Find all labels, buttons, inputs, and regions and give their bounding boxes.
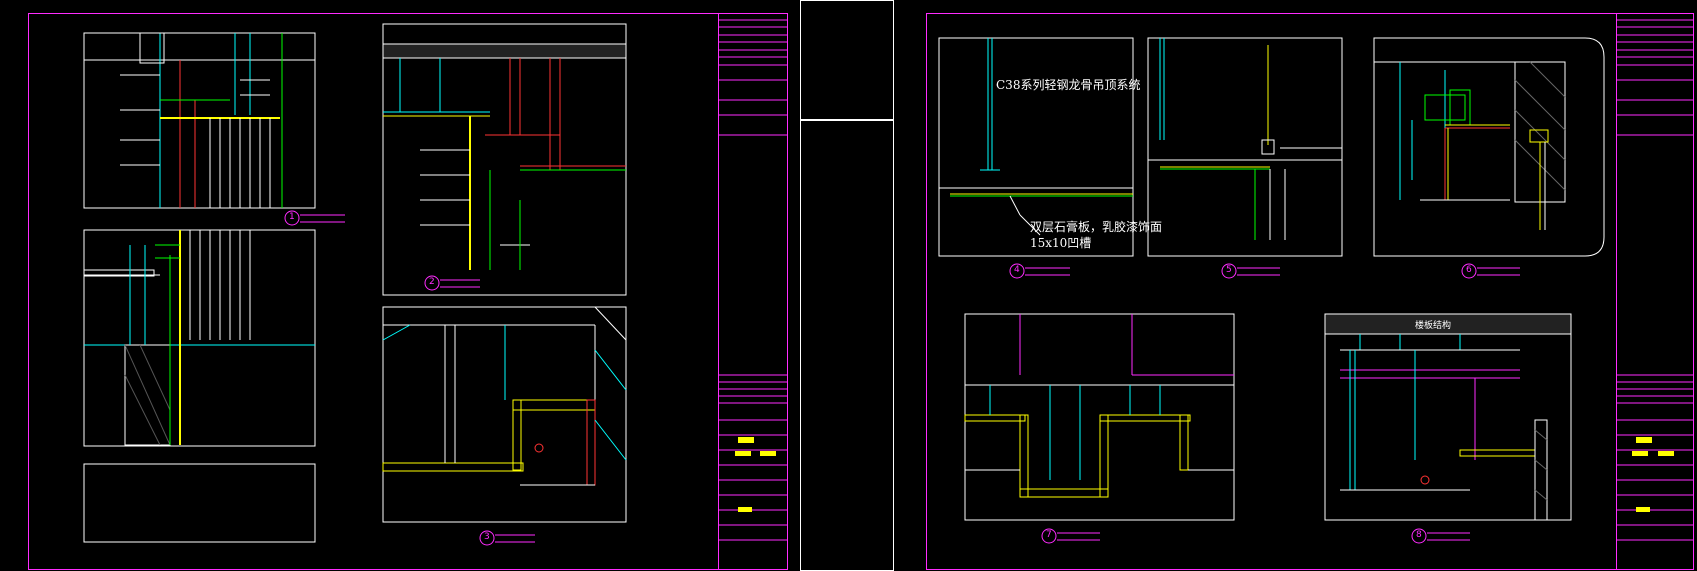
detail-3-number: 3 [484,532,490,542]
detail-7-number: 7 [1046,530,1052,540]
detail-7-linework [964,314,1234,498]
detail-3-frame [382,23,627,296]
detail-5-frame [1147,37,1343,257]
detail-4-system-note: C38系列轻钢龙骨吊顶系统 [996,78,1141,92]
detail-1-frame [83,32,316,209]
right-title-block [1616,13,1694,570]
detail-3-linework [382,43,627,270]
left-title-block-content [718,19,788,541]
detail-bottom-frame [382,306,627,523]
detail-6-frame [1373,37,1605,257]
left-title-block [718,13,788,570]
detail-6-linework [1374,61,1566,230]
detail-8-top-note: 楼板结构 [1415,321,1452,331]
detail-8-frame [1324,313,1572,521]
detail-5-tag [1221,263,1280,279]
detail-8-number: 8 [1416,530,1422,540]
detail-bottom-linework [382,306,627,486]
middle-sheet-border [800,0,894,120]
detail-1-linework [84,32,315,208]
detail-3-tag [424,275,480,291]
detail-8-linework [1324,313,1572,521]
detail-1-tag [284,210,345,226]
detail-bottom-tag [479,530,535,546]
right-title-block-content [1616,19,1694,541]
detail-2-linework [83,230,315,446]
detail-2-number: 2 [429,277,435,287]
detail-4-gypsum-note: 双层石膏板，乳胶漆饰面 [1030,220,1163,234]
detail-4-tag [1009,263,1070,279]
detail-4-number: 4 [1014,265,1020,275]
detail-5-number: 5 [1226,265,1232,275]
detail-8-tag [1411,528,1470,544]
detail-6-tag [1461,263,1520,279]
detail-5-linework [1148,38,1342,240]
detail-4-frame [938,37,1134,257]
detail-4-linework [939,38,1133,236]
detail-1-number: 1 [289,212,295,222]
detail-4-groove-note: 15x10凹槽 [1030,236,1092,250]
detail-6-number: 6 [1466,265,1472,275]
detail-7-tag [1041,528,1100,544]
blank-frame [83,463,316,543]
